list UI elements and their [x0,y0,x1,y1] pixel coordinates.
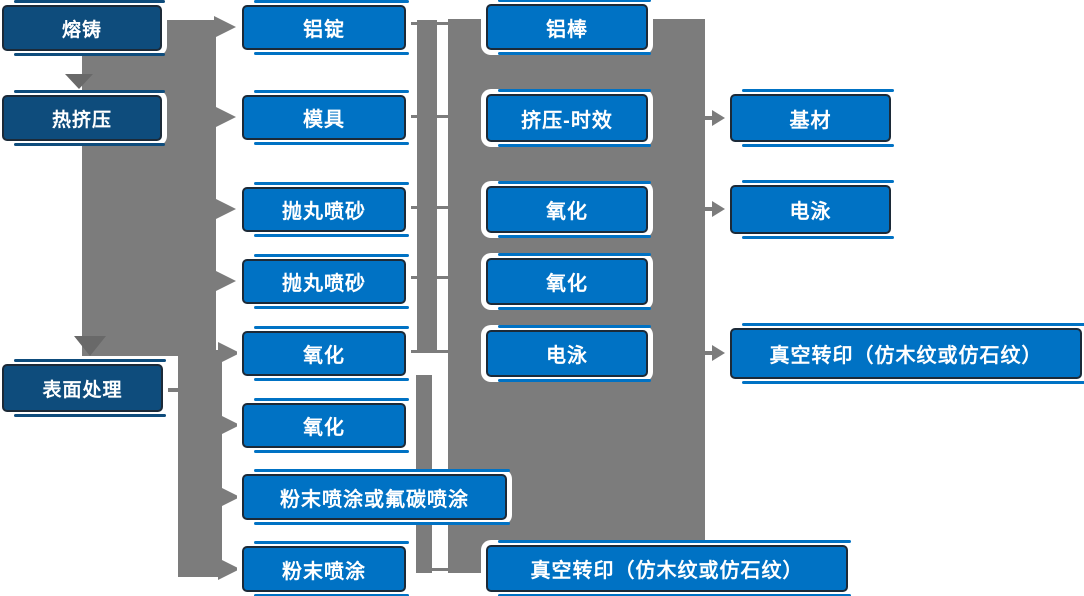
arrow-right-icon [218,486,240,508]
node-electrophoresis-1: 电泳 [486,325,651,382]
arrow-right-icon [214,106,236,128]
node-aluminum-rod: 铝棒 [486,0,651,55]
node-oxidation-3: 氧化 [486,181,651,238]
main-flow-band [82,20,216,356]
node-oxidation-1: 氧化 [242,326,409,381]
node-electrophoresis-2: 电泳 [730,180,894,239]
connector-line [430,568,448,571]
connector-line [409,276,448,279]
arrow-right-icon [214,16,236,38]
node-extrusion-aging: 挤压-时效 [486,89,651,147]
node-hot-extrusion: 热挤压 [2,90,165,146]
connector-line [409,22,448,25]
node-vacuum-transfer-print-2: 真空转印（仿木纹或仿石纹） [730,323,1084,384]
node-powder-spray: 粉末喷涂 [242,541,409,596]
node-shot-blast-sandblast-1: 抛丸喷砂 [242,182,409,237]
node-shot-blast-sandblast-2: 抛丸喷砂 [242,254,409,309]
arrow-down-icon [74,336,106,356]
connector-line [409,350,448,353]
node-surface-treatment: 表面处理 [2,359,166,417]
surface-treatment-connector-line [163,388,179,392]
node-aluminum-ingot: 铝锭 [242,0,409,55]
mid-collector-bar-upper [417,20,437,352]
node-powder-or-fluorocarbon-spray: 粉末喷涂或氟碳喷涂 [242,469,510,525]
node-oxidation-2: 氧化 [242,398,409,453]
arrow-right-icon [218,558,240,580]
arrow-down-icon [65,74,93,89]
arrow-right-icon [214,270,236,292]
arrow-right-icon [218,414,240,436]
node-mold: 模具 [242,90,409,145]
connector-line [409,115,448,118]
surface-branch-bar [178,350,222,577]
arrow-right-icon [712,345,725,361]
arrow-right-icon [218,342,240,364]
arrow-right-icon [712,110,725,126]
arrow-right-icon [214,198,236,220]
node-vacuum-transfer-print-1: 真空转印（仿木纹或仿石纹） [486,540,851,596]
node-base-material: 基材 [730,89,894,147]
connector-line [409,206,448,209]
arrow-right-icon [712,201,725,217]
connector-line [701,116,713,120]
node-melting-casting: 熔铸 [2,0,165,56]
connector-line [701,207,713,211]
connector-line [701,351,713,355]
node-oxidation-4: 氧化 [486,253,651,310]
